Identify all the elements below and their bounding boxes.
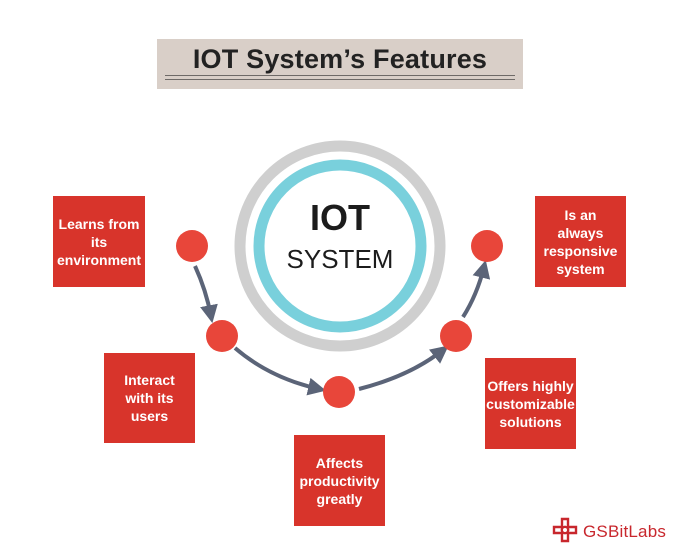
feature-box-interact: Interact with its users <box>104 353 195 443</box>
arrow-interact-to-affects <box>233 346 327 396</box>
feature-label-responsive: Is an always responsive system <box>543 206 618 277</box>
page-title: IOT System’s Features <box>192 44 488 74</box>
feature-label-offers: Offers highly customizable solutions <box>486 377 575 430</box>
arrow-affects-to-offers <box>358 345 449 391</box>
feature-box-offers: Offers highly customizable solutions <box>485 358 576 449</box>
cross-logo-icon <box>552 517 578 543</box>
center-subtitle: SYSTEM <box>286 244 394 274</box>
title-banner: IOT System’s Features <box>157 39 523 89</box>
center-title: IOT <box>310 197 370 238</box>
node-affects <box>323 376 355 408</box>
feature-label-interact: Interact with its users <box>124 372 175 424</box>
arrow-offers-to-responsive <box>461 260 491 319</box>
center-label: IOT SYSTEM <box>260 198 420 276</box>
inner-cyan-ring <box>253 159 427 333</box>
feature-label-affects: Affects productivity greatly <box>299 454 380 507</box>
node-learns <box>176 230 208 262</box>
feature-box-responsive: Is an always responsive system <box>535 196 626 287</box>
feature-box-learns: Learns from its environment <box>53 196 145 287</box>
title-underline-second <box>165 79 515 80</box>
brand-logo: GSBitLabs <box>551 517 666 547</box>
node-offers <box>440 320 472 352</box>
feature-box-affects: Affects productivity greatly <box>294 435 385 526</box>
logo-text: GSBitLabs <box>583 522 667 541</box>
title-underline <box>165 75 515 76</box>
feature-label-learns: Learns from its environment <box>57 215 142 268</box>
node-responsive <box>471 230 503 262</box>
arrow-learns-to-interact <box>193 265 218 324</box>
node-interact <box>206 320 238 352</box>
